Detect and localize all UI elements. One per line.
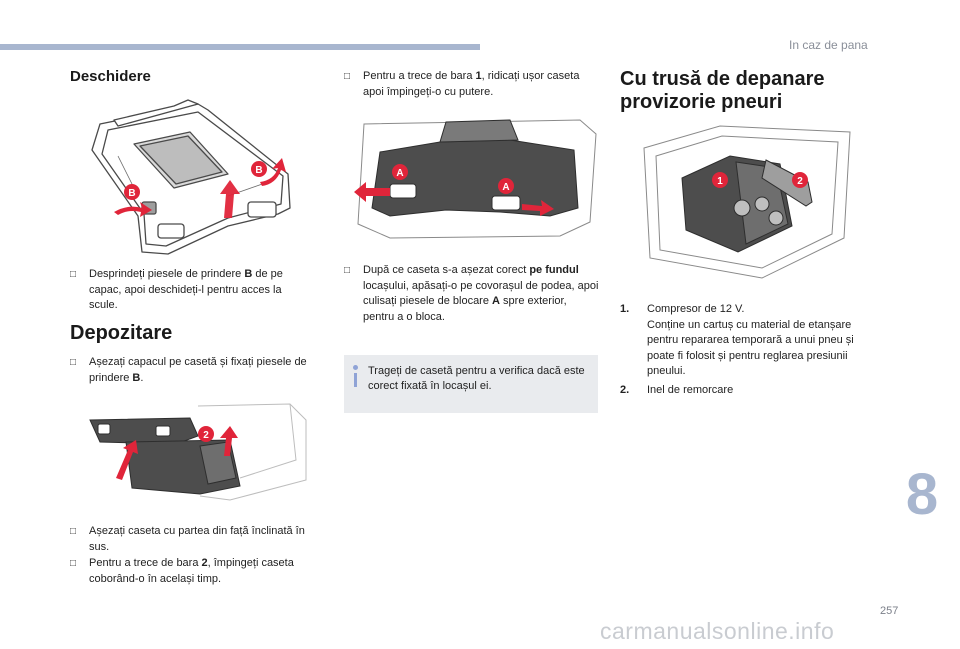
label-2-storage: 2	[203, 430, 209, 441]
list-item: 1. Compresor de 12 V. Conține un cartuș …	[620, 303, 854, 377]
illustration-opening-lid: B B	[91, 99, 291, 255]
checkbox-bullet-icon: □	[70, 558, 77, 569]
label-A-left: A	[396, 168, 403, 179]
chapter-tab	[894, 462, 960, 528]
illustration-locking-case: A A	[354, 119, 597, 239]
checkbox-bullet-icon: □	[70, 357, 77, 368]
checkbox-bullet-icon: □	[70, 526, 77, 537]
label-B-left: B	[128, 188, 135, 199]
chapter-number: 8	[905, 462, 939, 527]
info-note-text: Trageți de casetă pentru a verifica dacă…	[368, 365, 585, 392]
bullet-store-lid: □Așezați capacul pe casetă și fixați pie…	[70, 356, 307, 384]
bullet-bar-1: □Pentru a trece de bara 1, ridicați ușor…	[344, 70, 580, 98]
illustration-repair-kit: 1 2	[643, 125, 851, 279]
info-icon	[353, 365, 358, 387]
label-B-right: B	[255, 165, 262, 176]
bullet-lock-case: □După ce caseta s-a așezat corect pe fun…	[344, 264, 599, 323]
header-accent-bar	[0, 44, 480, 50]
section-title: In caz de pana	[789, 38, 868, 52]
checkbox-bullet-icon: □	[70, 269, 77, 280]
illustration-tilted-case: 2	[89, 403, 307, 501]
info-note: Trageți de casetă pentru a verifica dacă…	[344, 355, 598, 413]
heading-opening: Deschidere	[70, 68, 151, 85]
watermark: carmanualsonline.info	[600, 618, 835, 644]
label-2-kit: 2	[797, 176, 803, 187]
bullets-insert-case: □Așezați caseta cu partea din față încli…	[70, 525, 305, 585]
bullet-open-lid: □Desprindeți piesele de prindere B de pe…	[70, 268, 283, 311]
page-number: 257	[880, 605, 899, 617]
label-1-kit: 1	[717, 176, 723, 187]
label-A-right: A	[502, 182, 509, 193]
list-item: 2. Inel de remorcare	[620, 383, 734, 396]
kit-item-list: 1. Compresor de 12 V. Conține un cartuș …	[620, 302, 860, 401]
heading-repair-kit: Cu trusă de depanare provizorie pneuri	[620, 68, 825, 113]
heading-storage: Depozitare	[70, 322, 173, 344]
checkbox-bullet-icon: □	[344, 265, 351, 276]
checkbox-bullet-icon: □	[344, 71, 351, 82]
